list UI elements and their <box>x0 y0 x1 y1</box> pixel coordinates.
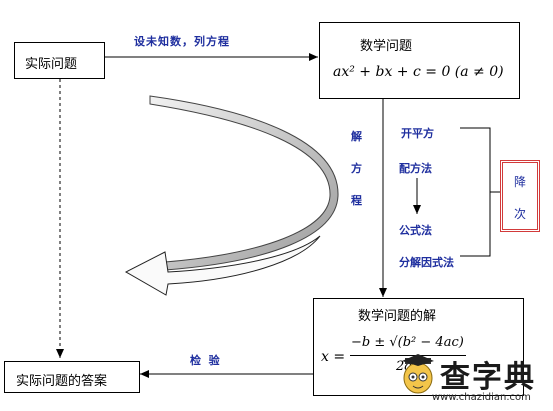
math-problem-equation: ax² + bx + c = 0 (a ≠ 0) <box>333 64 504 80</box>
curved-return-arrow <box>124 95 339 296</box>
method-kaipingfang: 开平方 <box>401 127 434 140</box>
edge-label-solve-1: 解 <box>351 130 362 143</box>
reduce-degree-char-2: 次 <box>514 207 527 221</box>
math-problem-box: 数学问题 ax² + bx + c = 0 (a ≠ 0) <box>319 22 520 99</box>
math-solution-box: 数学问题的解 x = −b ± √(b² − 4ac) 2a <box>313 298 524 396</box>
math-problem-title: 数学问题 <box>360 39 413 54</box>
real-problem-label: 实际问题 <box>25 57 78 72</box>
reduce-degree-box: 降 次 <box>500 160 540 232</box>
method-gongshifa: 公式法 <box>399 224 432 237</box>
reduce-degree-char-1: 降 <box>514 175 527 189</box>
method-fenjieyinshifa: 分解因式法 <box>399 256 454 269</box>
methods-bracket <box>460 127 491 257</box>
formula-fraction-bar <box>350 355 466 356</box>
mascot-icon <box>398 352 438 396</box>
watermark-url: www.chazidian.com <box>432 392 531 403</box>
watermark-logo: 查字典 www.chazidian.com <box>398 350 548 408</box>
real-answer-label: 实际问题的答案 <box>16 374 108 389</box>
watermark-brand: 查字典 <box>440 360 536 395</box>
edge-label-solve-2: 方 <box>351 162 362 175</box>
edge-label-set-unknown: 设未知数，列方程 <box>134 35 230 48</box>
formula-numerator: −b ± √(b² − 4ac) <box>351 335 464 350</box>
method-peifangfa: 配方法 <box>399 162 432 175</box>
math-solution-title: 数学问题的解 <box>358 309 437 324</box>
real-answer-box: 实际问题的答案 <box>4 361 140 393</box>
edge-label-solve-3: 程 <box>351 194 362 207</box>
real-problem-box: 实际问题 <box>14 42 105 79</box>
formula-lhs: x = <box>321 349 346 365</box>
edge-label-check: 检 验 <box>190 354 220 367</box>
